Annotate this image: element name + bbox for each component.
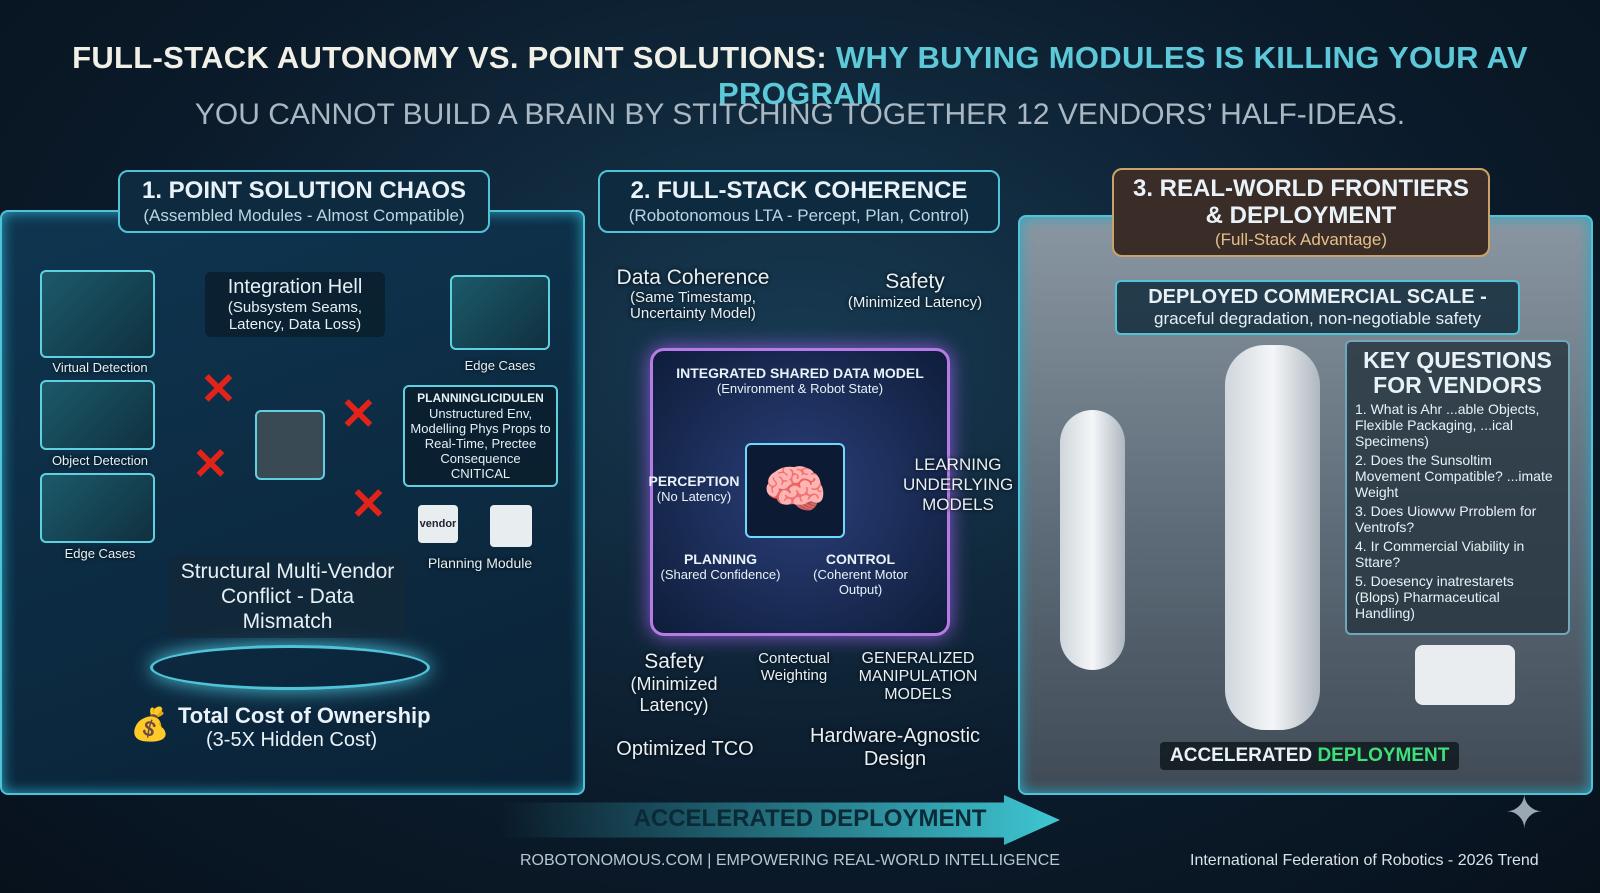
learning-label: LEARNING UNDERLYING MODELS — [903, 455, 1014, 514]
money-bag-icon: 💰 — [130, 706, 170, 742]
question-item: 3. Does Uiowvw Prroblem for Ventrofs? — [1355, 503, 1537, 535]
question-item: 5. Doesency inatrestarets (Blops) Pharma… — [1355, 573, 1514, 621]
integration-hell-box: Integration Hell(Subsystem Seams, Latenc… — [205, 272, 385, 337]
section1-header: 1. POINT SOLUTION CHAOS(Assembled Module… — [118, 170, 490, 233]
conflict-label: Structural Multi-Vendor Conflict - Data … — [170, 555, 405, 638]
question-item: 1. What is Ahr ...able Objects, Flexible… — [1355, 401, 1540, 449]
deployed-scale-box: DEPLOYED COMMERCIAL SCALE -graceful degr… — [1115, 280, 1520, 335]
safety-bottom-label: Safety(Minimized Latency) — [630, 650, 718, 715]
question-item: 4. Ir Commercial Viability in Sttare? — [1355, 538, 1525, 570]
arrow-label: ACCELERATED DEPLOYMENT — [633, 805, 987, 832]
accelerated-deployment-arrow — [500, 795, 1060, 845]
tile-virtual-detection — [40, 270, 155, 358]
data-coherence-label: Data Coherence(Same Timestamp, Uncertain… — [616, 266, 770, 322]
error-x-icon: ✕ — [350, 480, 387, 529]
robot-large-figure — [1225, 345, 1320, 730]
tile-edge-cases — [40, 473, 155, 543]
generalized-models-label: GENERALIZED MANIPULATION MODELS — [858, 650, 978, 703]
key-questions-panel: KEY QUESTIONS FOR VENDORS 1. What is Ahr… — [1345, 340, 1570, 635]
planning-module-icon — [490, 505, 532, 547]
tile-edge-cases-2 — [450, 275, 550, 350]
error-x-icon: ✕ — [340, 390, 377, 439]
hardware-agnostic-label: Hardware-Agnostic Design — [809, 725, 981, 770]
question-item: 2. Does the Sunsoltim Movement Compatibl… — [1355, 452, 1553, 500]
questions-list: 1. What is Ahr ...able Objects, Flexible… — [1355, 401, 1560, 621]
page-subtitle: YOU CANNOT BUILD A BRAIN BY STITCHING TO… — [194, 98, 1406, 131]
error-x-icon: ✕ — [200, 365, 237, 414]
footer-left: ROBOTONOMOUS.COM | EMPOWERING REAL-WORLD… — [520, 852, 1060, 869]
page-title: FULL-STACK AUTONOMY VS. POINT SOLUTIONS:… — [72, 40, 1528, 111]
optimized-tco-label: Optimized TCO — [616, 738, 754, 760]
footer-right: International Federation of Robotics - 2… — [1190, 852, 1539, 869]
robot-small-figure — [1060, 410, 1125, 670]
delivery-robot — [1415, 645, 1515, 705]
integrated-data-model-chip: INTEGRATED SHARED DATA MODEL (Environmen… — [648, 348, 950, 636]
accelerated-deployment-badge: ACCELERATED DEPLOYMENT — [1160, 742, 1460, 770]
module-chip-icon — [255, 410, 325, 480]
contextual-weighting-label: Contectual Weighting — [758, 650, 830, 684]
platform-ring — [150, 645, 430, 690]
safety-top-label: Safety(Minimized Latency) — [847, 270, 983, 311]
brain-icon: 🧠 — [745, 443, 845, 538]
tile-object-detection — [40, 380, 155, 450]
tco-label: Total Cost of Ownership(3-5X Hidden Cost… — [178, 703, 431, 751]
vendor-box: vendor — [418, 505, 458, 543]
error-x-icon: ✕ — [192, 440, 229, 489]
section2-header: 2. FULL-STACK COHERENCE(Robotonomous LTA… — [598, 170, 1000, 233]
sparkle-icon: ✦ — [1505, 786, 1544, 838]
section3-header: 3. REAL-WORLD FRONTIERS & DEPLOYMENT(Ful… — [1112, 168, 1490, 257]
